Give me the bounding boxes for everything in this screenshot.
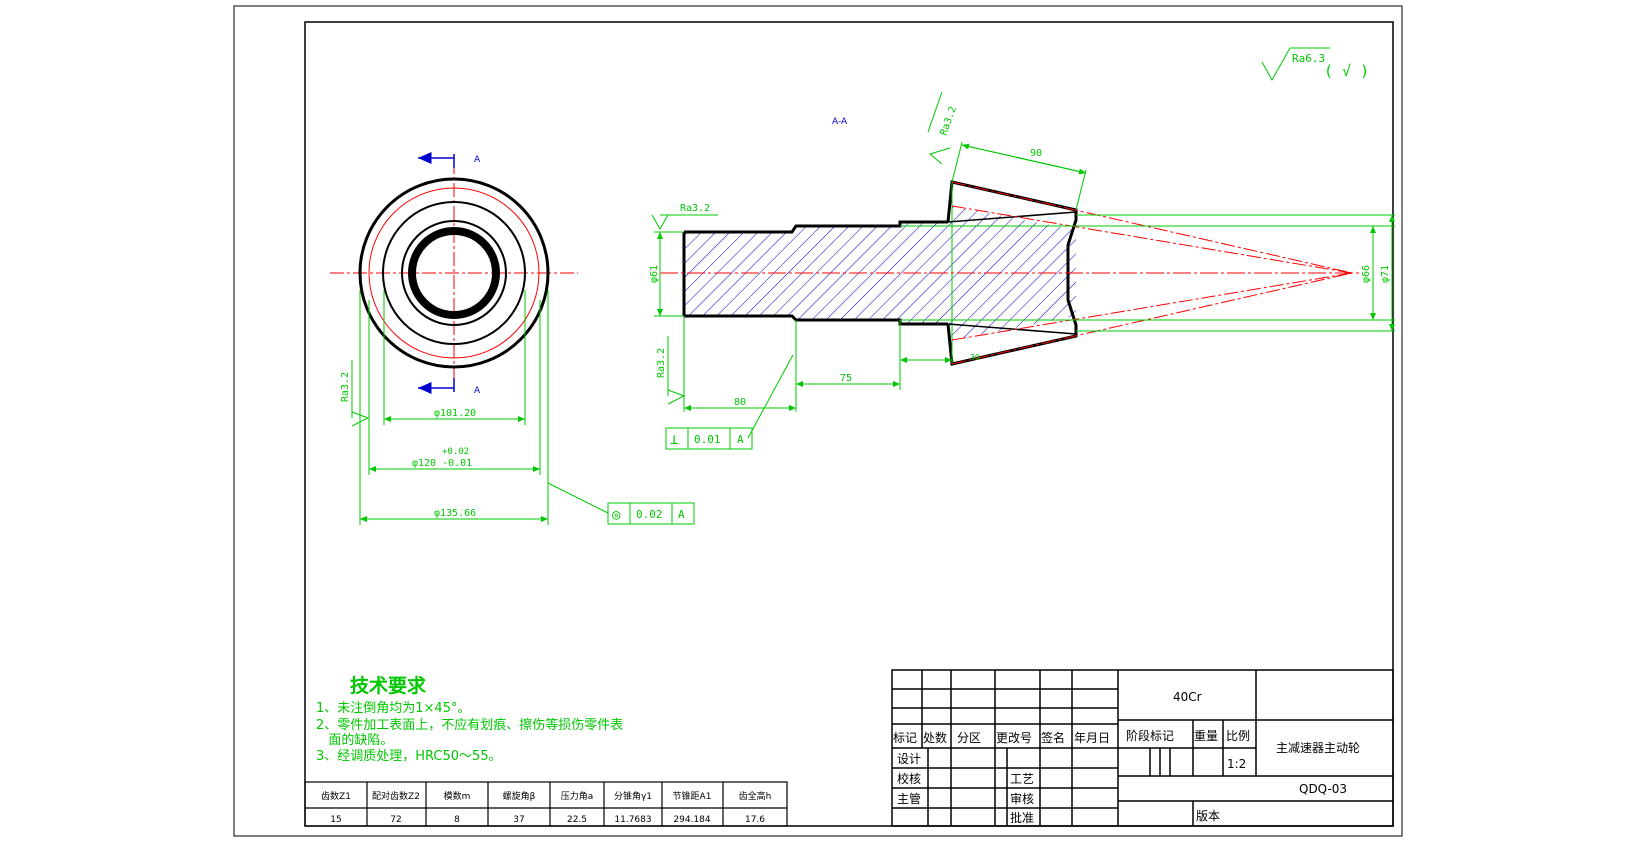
ra-shaft-top: Ra3.2 (680, 203, 710, 214)
runout-value: 0.02 (636, 508, 663, 521)
dim-d120: φ120 -0.01 (412, 458, 472, 469)
tb-row-label-4: 签名 (1041, 730, 1065, 745)
tb-row-label-0: 标记 (893, 731, 917, 745)
dim-len90: 90 (1030, 148, 1042, 159)
dim-d61: φ61 (649, 265, 660, 283)
view-mark-bottom: A (474, 386, 481, 396)
tech-title: 技术要求 (350, 674, 427, 697)
tb-check: 校核 (897, 771, 921, 786)
gear-value-0: 15 (330, 815, 341, 825)
gear-value-2: 8 (454, 815, 460, 825)
tb-edition: 版本 (1196, 809, 1220, 823)
dim-d101: φ101.20 (434, 408, 476, 419)
tb-chief: 主管 (897, 791, 921, 806)
gear-header-7: 齿全高h (739, 790, 772, 802)
perp-value: 0.01 (694, 433, 721, 446)
tb-review: 审核 (1010, 791, 1034, 806)
gear-value-3: 37 (513, 815, 524, 825)
dim-d66: φ66 (1361, 265, 1372, 283)
gear-param-table (304, 781, 788, 827)
gear-header-0: 齿数Z1 (321, 790, 351, 802)
gear-value-4: 22.5 (567, 815, 587, 825)
gear-value-6: 294.184 (673, 815, 710, 825)
gear-header-5: 分锥角γ1 (614, 790, 652, 802)
tech-item-2: 2、零件加工表面上，不应有划痕、擦伤等损伤零件表 (316, 717, 623, 733)
tb-row-label-5: 年月日 (1074, 731, 1110, 745)
perp-datum: A (737, 433, 744, 446)
dim-d135: φ135.66 (434, 508, 476, 519)
ra-general-suffix: ( √ ) (1324, 62, 1369, 80)
tb-process: 工艺 (1010, 772, 1034, 786)
inner-border (304, 21, 1394, 827)
runout-datum: A (678, 508, 685, 521)
tb-weight-label: 重量 (1194, 729, 1218, 743)
ra-taper: Ra3.2 (938, 105, 959, 137)
shaft-section (660, 180, 1360, 366)
tb-scale: 1:2 (1227, 757, 1246, 771)
gear-header-6: 节锥距A1 (673, 790, 712, 802)
tb-stage-label: 阶段标记 (1126, 728, 1174, 743)
gear-value-7: 17.6 (745, 815, 765, 825)
dim-d120-tol: +0.02 (442, 447, 469, 457)
gear-header-1: 配对齿数Z2 (372, 790, 420, 802)
section-label: A-A (832, 117, 848, 127)
gear-header-4: 压力角a (561, 790, 594, 802)
section-dimensions (651, 47, 1395, 439)
ra-left-view: Ra3.2 (340, 372, 351, 402)
ra-shaft-end: Ra3.2 (656, 348, 667, 378)
tech-item-3: 面的缺陷。 (316, 732, 393, 748)
left-view-dimensions (351, 290, 609, 525)
perp-symbol: ⊥ (670, 432, 678, 448)
tb-row-label-1: 处数 (923, 730, 947, 745)
tb-row-label-3: 更改号 (996, 731, 1032, 745)
tech-item-4: 3、经调质处理，HRC50～55。 (316, 749, 502, 764)
ra-general: Ra6.3 (1292, 52, 1325, 65)
dim-len75: 75 (840, 373, 852, 384)
tb-row-label-2: 分区 (957, 731, 981, 745)
tb-drawing-no: QDQ-03 (1299, 782, 1347, 796)
title-block (891, 669, 1394, 827)
view-mark-top: A (474, 155, 481, 165)
tb-material: 40Cr (1173, 690, 1202, 704)
gear-value-1: 72 (390, 815, 401, 825)
tb-scale-label: 比例 (1226, 729, 1250, 743)
gear-header-2: 模数m (444, 790, 471, 802)
outer-border (233, 5, 1403, 837)
dim-d71: φ71 (1380, 265, 1391, 283)
tech-item-1: 1、未注倒角均为1×45°。 (316, 701, 470, 716)
gear-header-3: 螺旋角β (503, 790, 536, 802)
left-end-view (330, 152, 578, 394)
gear-value-5: 11.7683 (614, 815, 651, 825)
dim-small30: 30 (970, 353, 980, 362)
runout-frame: ◎ 0.02 A (607, 502, 695, 525)
dim-len80: 80 (734, 397, 746, 408)
tb-design: 设计 (897, 752, 921, 766)
perpendicularity-frame: ⊥ 0.01 A (665, 427, 753, 450)
tb-approve: 批准 (1010, 810, 1034, 825)
tb-part-name: 主减速器主动轮 (1276, 741, 1360, 755)
runout-symbol: ◎ (612, 507, 621, 523)
